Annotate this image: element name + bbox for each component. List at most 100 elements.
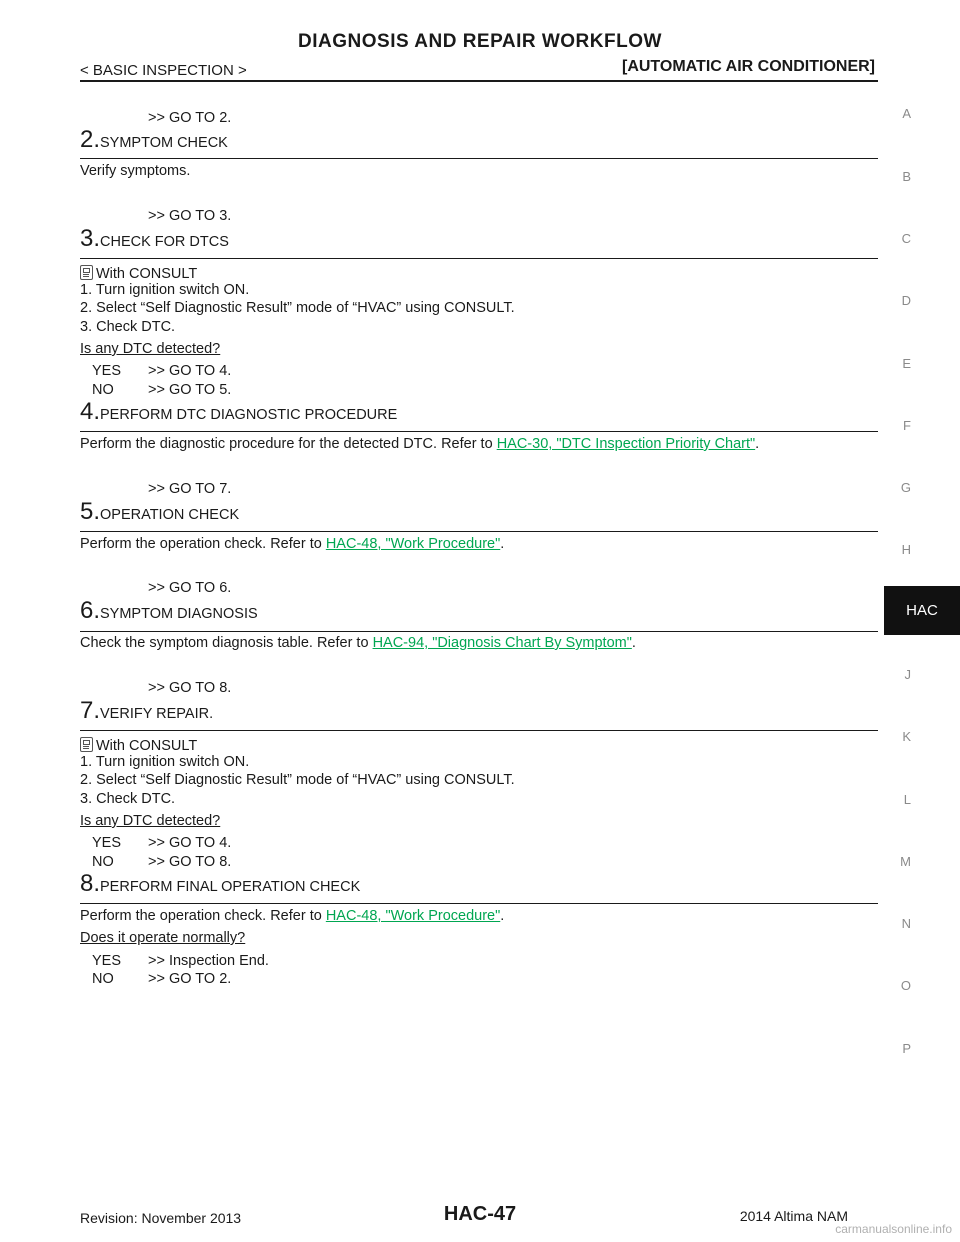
- answer-yes-action: >> GO TO 4.: [148, 835, 232, 851]
- reference-text: Perform the operation check. Refer to: [80, 536, 326, 552]
- decision-question: Is any DTC detected?: [80, 341, 221, 357]
- side-index-c[interactable]: C: [901, 231, 911, 246]
- side-index-o[interactable]: O: [900, 978, 911, 993]
- step-number: 7.: [80, 697, 101, 724]
- answer-no-action: >> GO TO 8.: [148, 854, 232, 870]
- section-label: < BASIC INSPECTION >: [80, 62, 247, 79]
- step-4-heading: 4. PERFORM DTC DIAGNOSTIC PROCEDURE: [80, 398, 397, 426]
- side-index-k[interactable]: K: [902, 729, 911, 744]
- reference-text-end: .: [500, 536, 505, 552]
- step-divider: [80, 903, 878, 904]
- step-5-text: Perform the operation check. Refer to HA…: [80, 536, 504, 552]
- goto-step-8: >> GO TO 8.: [148, 680, 232, 696]
- answer-yes-label: YES: [92, 953, 122, 969]
- step-divider: [80, 531, 878, 532]
- procedure-item: 2. Select “Self Diagnostic Result” mode …: [80, 300, 515, 316]
- step-divider: [80, 730, 878, 731]
- answer-yes-label: YES: [92, 363, 122, 379]
- consult-label: With CONSULT: [96, 266, 198, 282]
- step-8-text: Perform the operation check. Refer to HA…: [80, 908, 504, 924]
- procedure-item: 1. Turn ignition switch ON.: [80, 754, 250, 770]
- step-4-text: Perform the diagnostic procedure for the…: [80, 436, 759, 452]
- step-title: SYMPTOM CHECK: [100, 135, 228, 151]
- header-divider: [80, 80, 878, 82]
- side-index-j[interactable]: J: [904, 667, 912, 682]
- step-title: PERFORM FINAL OPERATION CHECK: [100, 879, 361, 895]
- watermark: carmanualsonline.info: [835, 1222, 952, 1236]
- procedure-item: 2. Select “Self Diagnostic Result” mode …: [80, 772, 515, 788]
- page-title: DIAGNOSIS AND REPAIR WORKFLOW: [298, 31, 662, 52]
- consult-line: With CONSULT: [80, 735, 197, 754]
- step-divider: [80, 431, 878, 432]
- step-title: CHECK FOR DTCS: [100, 234, 229, 250]
- reference-text-end: .: [631, 635, 636, 651]
- reference-link[interactable]: HAC-48, "Work Procedure": [325, 536, 501, 552]
- step-6-text: Check the symptom diagnosis table. Refer…: [80, 635, 636, 651]
- step-number: 4.: [80, 398, 101, 425]
- decision-question: Is any DTC detected?: [80, 813, 221, 829]
- reference-text-end: .: [755, 436, 760, 452]
- revision-date: Revision: November 2013: [80, 1210, 242, 1226]
- side-index-b[interactable]: B: [902, 169, 911, 184]
- reference-text-end: .: [500, 908, 505, 924]
- consult-tool-icon: [80, 265, 93, 280]
- step-number: 2.: [80, 126, 101, 153]
- goto-step-3: >> GO TO 3.: [148, 208, 232, 224]
- side-index-p[interactable]: P: [902, 1041, 911, 1056]
- step-title: VERIFY REPAIR.: [100, 706, 214, 722]
- reference-text: Perform the operation check. Refer to: [80, 908, 326, 924]
- step-divider: [80, 631, 878, 632]
- answer-no-label: NO: [92, 854, 114, 870]
- reference-text: Perform the diagnostic procedure for the…: [80, 436, 497, 452]
- step-3-heading: 3. CHECK FOR DTCS: [80, 225, 229, 253]
- side-index-active-tab[interactable]: HAC: [884, 586, 960, 635]
- step-7-heading: 7. VERIFY REPAIR.: [80, 697, 213, 725]
- procedure-item: 3. Check DTC.: [80, 791, 176, 807]
- side-index-a[interactable]: A: [902, 106, 911, 121]
- side-index-d[interactable]: D: [901, 293, 911, 308]
- side-index-n[interactable]: N: [901, 916, 911, 931]
- step-8-heading: 8. PERFORM FINAL OPERATION CHECK: [80, 870, 360, 898]
- answer-yes-action: >> GO TO 4.: [148, 363, 232, 379]
- decision-question: Does it operate normally?: [80, 930, 246, 946]
- step-number: 3.: [80, 225, 101, 252]
- side-index-m[interactable]: M: [900, 854, 911, 869]
- side-index-f[interactable]: F: [903, 418, 911, 433]
- step-number: 5.: [80, 498, 101, 525]
- step-number: 6.: [80, 597, 101, 624]
- answer-no-label: NO: [92, 971, 114, 987]
- consult-line: With CONSULT: [80, 263, 197, 282]
- side-index-l[interactable]: L: [903, 792, 911, 807]
- procedure-item: 3. Check DTC.: [80, 319, 176, 335]
- answer-no-action: >> GO TO 2.: [148, 971, 232, 987]
- side-index-g[interactable]: G: [900, 480, 911, 495]
- step-6-heading: 6. SYMPTOM DIAGNOSIS: [80, 597, 258, 625]
- step-number: 8.: [80, 870, 101, 897]
- step-divider: [80, 158, 878, 159]
- goto-step-7: >> GO TO 7.: [148, 481, 232, 497]
- side-index-e[interactable]: E: [902, 356, 911, 371]
- model-label: 2014 Altima NAM: [739, 1208, 848, 1224]
- page-number: HAC-47: [443, 1203, 517, 1225]
- answer-no-label: NO: [92, 382, 114, 398]
- step-title: SYMPTOM DIAGNOSIS: [100, 606, 258, 622]
- step-title: PERFORM DTC DIAGNOSTIC PROCEDURE: [100, 407, 398, 423]
- reference-link[interactable]: HAC-30, "DTC Inspection Priority Chart": [496, 436, 756, 452]
- step-2-text: Verify symptoms.: [80, 163, 191, 179]
- reference-text: Check the symptom diagnosis table. Refer…: [80, 635, 373, 651]
- answer-yes-action: >> Inspection End.: [148, 953, 269, 969]
- consult-label: With CONSULT: [96, 738, 198, 754]
- procedure-item: 1. Turn ignition switch ON.: [80, 282, 250, 298]
- reference-link[interactable]: HAC-48, "Work Procedure": [325, 908, 501, 924]
- goto-step-6: >> GO TO 6.: [148, 580, 232, 596]
- reference-link[interactable]: HAC-94, "Diagnosis Chart By Symptom": [372, 635, 632, 651]
- goto-step-2: >> GO TO 2.: [148, 110, 232, 126]
- consult-tool-icon: [80, 737, 93, 752]
- side-index-h[interactable]: H: [901, 542, 911, 557]
- answer-yes-label: YES: [92, 835, 122, 851]
- category-label: [AUTOMATIC AIR CONDITIONER]: [621, 58, 875, 75]
- answer-no-action: >> GO TO 5.: [148, 382, 232, 398]
- step-divider: [80, 258, 878, 259]
- step-2-heading: 2. SYMPTOM CHECK: [80, 126, 228, 154]
- step-5-heading: 5. OPERATION CHECK: [80, 498, 239, 526]
